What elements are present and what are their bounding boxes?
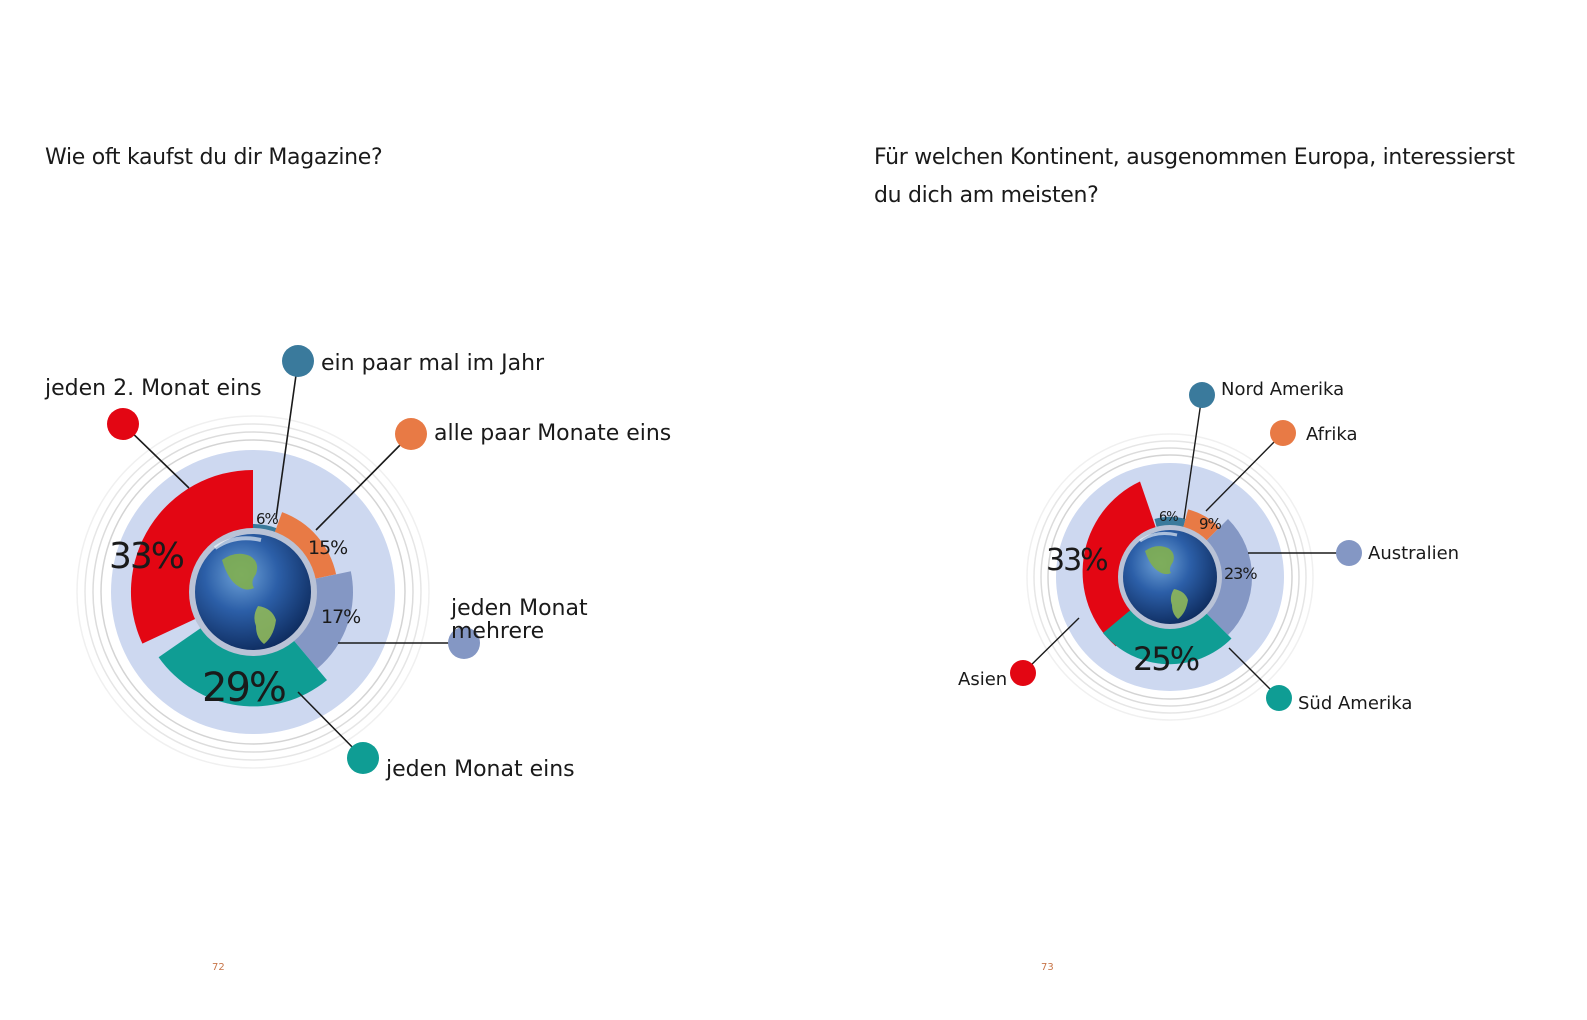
value-label-15: 15% [308,537,347,559]
page-73-title-line1: Für welchen Kontinent, ausgenommen Europ… [874,145,1515,170]
globe-landmass-south [1170,589,1188,619]
globe-landmass-south [254,606,276,644]
decorative-rings [76,415,430,769]
legend-label-alle-paar-monate: alle paar Monate eins [434,421,671,446]
legend-label-afrika: Afrika [1306,424,1358,445]
legend-dot-nord-amerika [1189,382,1215,408]
legend-label-jeden-monat-mehrere-line1: jeden Monat [450,596,588,621]
page-73-title-line2: du dich am meisten? [874,183,1099,208]
page-number-73: 73 [1041,962,1054,973]
chart-continent-interest: Nord Amerika Afrika Australien Süd Ameri… [958,379,1459,721]
legend-label-jeden-monat-mehrere-line2: mehrere [451,619,544,644]
value-label-17: 17% [321,606,360,628]
globe-landmass-north [1145,546,1174,575]
value-label-29: 29% [202,665,285,711]
globe-icon [1123,530,1217,624]
legend-label-jeden-2-monat: jeden 2. Monat eins [44,376,262,401]
value-label-33: 33% [1046,543,1107,578]
globe-landmass-north [222,553,258,590]
legend-dot-sued-amerika [1266,685,1292,711]
page-number-72: 72 [212,962,225,973]
legend-label-jeden-monat-eins: jeden Monat eins [385,757,575,782]
legend-dot-asien [1010,660,1036,686]
legend-label-nord-amerika: Nord Amerika [1221,379,1344,400]
page-73-title: Für welchen Kontinent, ausgenommen Europ… [874,139,1515,215]
legend-dot-jeden-2-monat [107,408,139,440]
value-label-25: 25% [1133,640,1199,678]
legend-label-asien: Asien [958,669,1007,690]
legend-dot-alle-paar-monate [395,418,427,450]
value-label-23: 23% [1224,564,1257,583]
legend-label-ein-paar-mal: ein paar mal im Jahr [321,351,545,376]
connector-lines [1022,394,1349,699]
decorative-rings [1026,433,1314,721]
legend-dot-jeden-monat-mehrere [448,627,480,659]
legend-dot-australien [1336,540,1362,566]
chart-magazine-frequency: jeden 2. Monat eins ein paar mal im Jahr… [44,345,671,782]
value-label-33: 33% [109,536,184,577]
legend-dot-afrika [1270,420,1296,446]
page-72-title: Wie oft kaufst du dir Magazine? [45,145,383,170]
value-label-9: 9% [1199,515,1222,533]
legend-label-australien: Australien [1368,543,1459,564]
legend-dot-jeden-monat-eins [347,742,379,774]
globe-icon [195,534,311,650]
value-label-6: 6% [256,510,279,528]
value-label-6: 6% [1159,510,1178,525]
legend-label-sued-amerika: Süd Amerika [1298,693,1412,714]
legend-dot-ein-paar-mal [282,345,314,377]
